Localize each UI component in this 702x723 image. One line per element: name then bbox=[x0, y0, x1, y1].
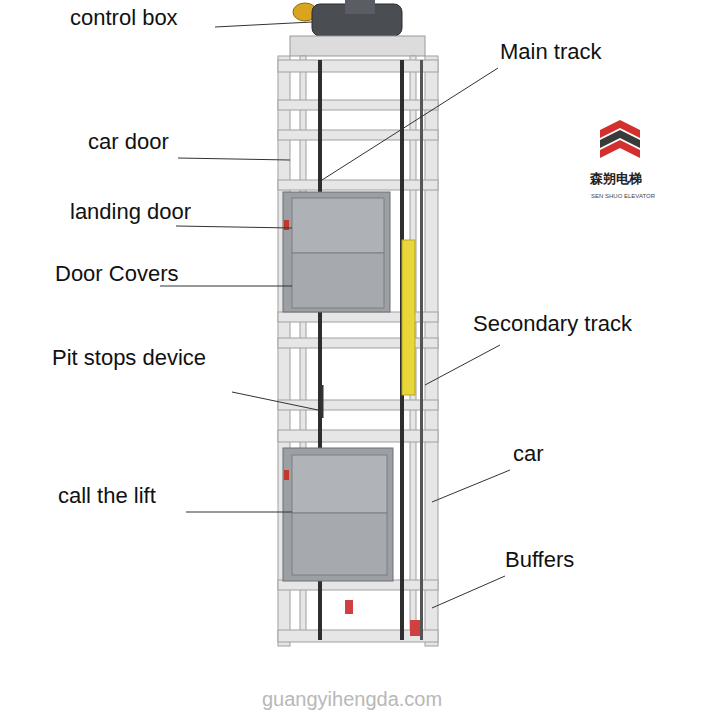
top-platform bbox=[290, 36, 425, 56]
leader-line bbox=[176, 226, 292, 228]
logo-text: SEN SHUO ELEVATOR bbox=[591, 193, 655, 200]
watermark: guangyihengda.com bbox=[262, 688, 442, 710]
leader-lines bbox=[160, 22, 510, 608]
logo bbox=[600, 120, 640, 158]
leader-line bbox=[432, 470, 510, 502]
front-post bbox=[425, 56, 438, 646]
part-label: Secondary track bbox=[473, 312, 632, 336]
landing-door-upper bbox=[283, 192, 390, 312]
door-frame bbox=[283, 448, 393, 581]
leader-line bbox=[186, 512, 292, 513]
leader-line bbox=[160, 286, 292, 287]
call-button bbox=[284, 470, 289, 480]
leader-line bbox=[232, 392, 318, 410]
motor-top bbox=[345, 0, 375, 14]
crossbar bbox=[278, 100, 438, 110]
logo-mark bbox=[600, 140, 640, 158]
logo-text: 森朔电梯 bbox=[590, 172, 642, 186]
crossbar bbox=[278, 400, 438, 410]
crossbar bbox=[278, 430, 438, 442]
door-panel bbox=[292, 455, 387, 513]
buffer bbox=[345, 600, 353, 614]
motor bbox=[290, 0, 425, 56]
crossbar bbox=[278, 180, 438, 190]
part-label: Main track bbox=[500, 40, 601, 64]
counterweight bbox=[402, 240, 415, 395]
part-label: car door bbox=[88, 130, 169, 154]
leader-line bbox=[425, 345, 500, 385]
part-label: call the lift bbox=[58, 484, 156, 508]
landing-door-lower bbox=[283, 448, 420, 636]
part-label: car bbox=[513, 442, 544, 466]
leader-line bbox=[432, 576, 505, 608]
part-label: control box bbox=[70, 6, 178, 30]
part-label: Door Covers bbox=[55, 262, 178, 286]
crossbar bbox=[278, 60, 438, 72]
door-frame bbox=[283, 192, 390, 312]
leader-line bbox=[215, 22, 312, 27]
buffer bbox=[410, 620, 420, 636]
frame bbox=[278, 56, 438, 646]
part-label: Buffers bbox=[505, 548, 574, 572]
part-label: landing door bbox=[70, 200, 191, 224]
pit-stop bbox=[321, 385, 324, 418]
door-panel bbox=[292, 513, 387, 575]
door-panel bbox=[292, 198, 384, 253]
secondary-track bbox=[420, 60, 423, 640]
part-label: Pit stops device bbox=[52, 346, 206, 370]
door-panel bbox=[292, 253, 384, 308]
crossbar bbox=[278, 130, 438, 140]
leader-line bbox=[178, 158, 290, 160]
call-button bbox=[284, 220, 289, 230]
leader-line bbox=[322, 68, 498, 180]
